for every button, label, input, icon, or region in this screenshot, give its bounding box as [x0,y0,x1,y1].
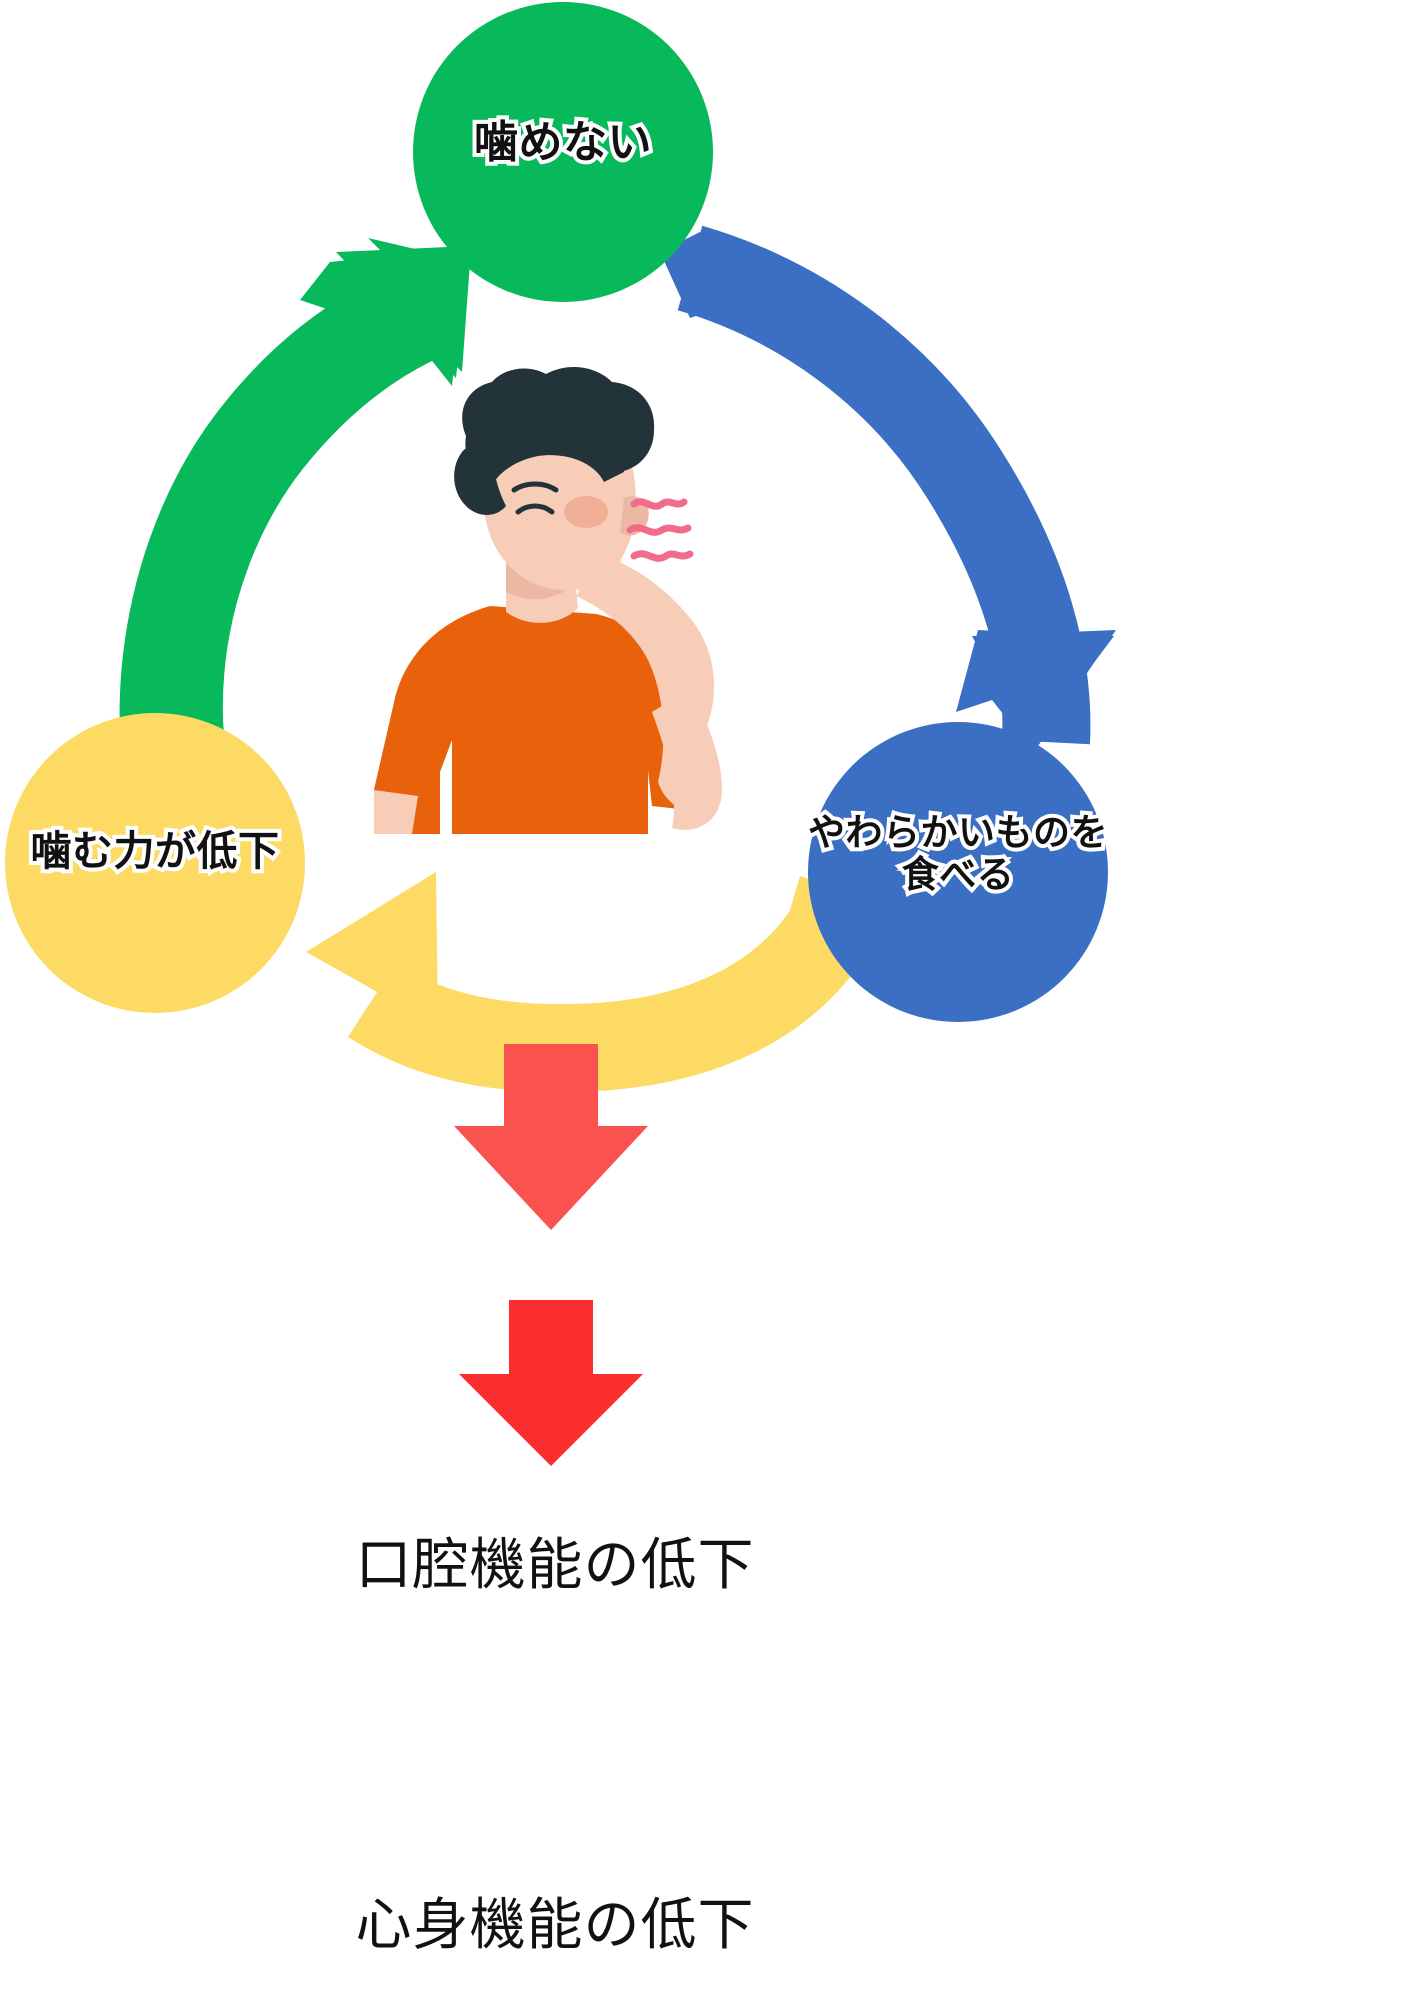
node-circle-eat-soft-foods[interactable] [808,722,1108,1022]
outcome-arrow-2 [459,1300,643,1466]
shirt [374,606,648,834]
text-mind-body-function-decline: 心身機能の低下 [355,1893,755,1956]
label-eat-soft-foods-fill: やわらかいものを 食べる [808,812,1108,896]
eyebrow [511,481,559,493]
node-circle-cannot-chew[interactable] [413,2,713,302]
pain-lines [626,498,694,562]
label-chewing-power-declines-stroke: 噛む力が低下 [27,824,284,878]
label-cannot-chew-fill: 噛めない [474,118,652,167]
text-oral-function-decline: 口腔機能の低下 [355,1533,755,1596]
hair-sideburn [454,444,506,515]
label-eat-soft-foods-stroke: やわらかいものを 食べる [804,808,1112,899]
forearm [652,690,722,830]
label-cannot-chew: 噛めない 噛めない [363,114,763,188]
eye [515,503,555,515]
left-hand [374,790,418,834]
label-chewing-power-declines: 噛む力が低下 噛む力が低下 [0,824,355,898]
person-with-toothache-illustration [374,367,722,834]
label-eat-soft-foods: やわらかいものを 食べる やわらかいものを 食べる [788,808,1128,922]
label-chewing-power-declines-fill: 噛む力が低下 [30,828,280,874]
hair-fringe [494,428,624,482]
node-circle-chewing-power-declines[interactable] [5,713,305,1013]
cycle-arrow-blue [660,225,1116,752]
cheek-pain-area [564,496,608,528]
outcome-arrow-1 [454,1044,648,1230]
label-cannot-chew-stroke: 噛めない [470,114,656,171]
